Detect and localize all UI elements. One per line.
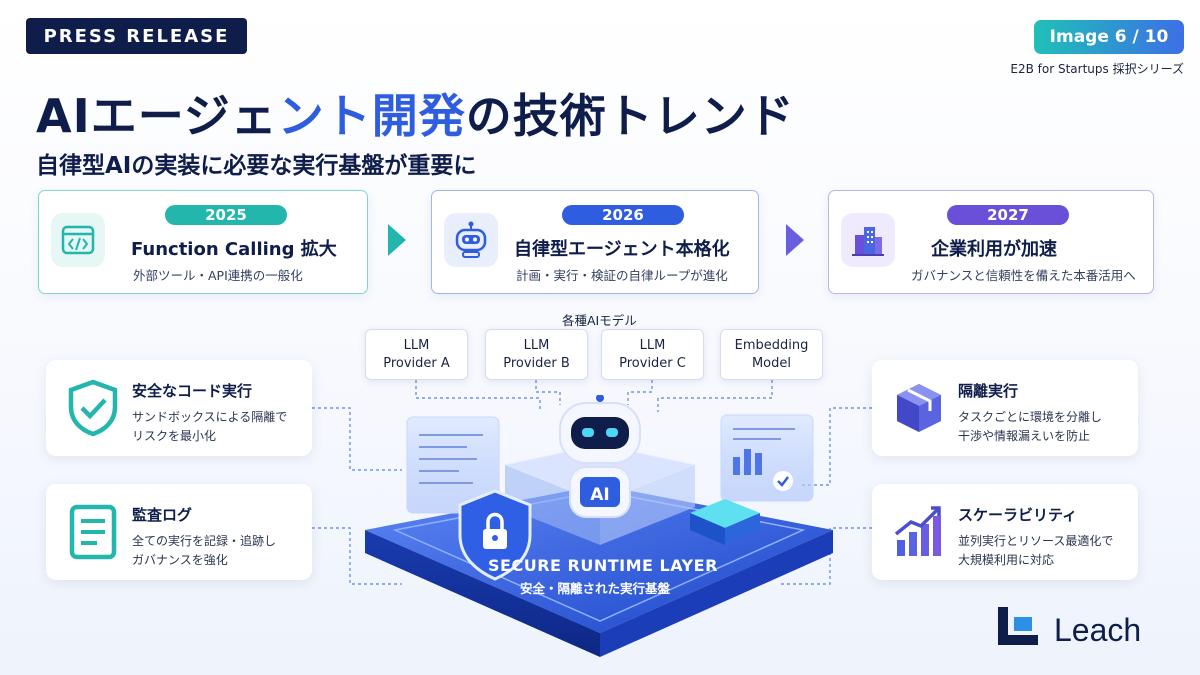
feature-heading: スケーラビリティ [958,506,1078,524]
secure-runtime-platform: AI [365,395,833,657]
robot-ai-label: AI [590,485,609,505]
page-subtitle: 自律型AIの実装に必要な実行基盤が重要に [36,153,477,179]
leach-logo-text: Leach [1054,612,1142,648]
page-title: AIエージェント開発の技術トレンド [36,80,795,146]
shield-lock-icon [458,489,532,581]
timeline-arrow [786,224,804,256]
timeline-year: 2026 [562,205,684,225]
timeline-heading: 企業利用が加速 [931,239,1057,260]
shield-check-icon [62,377,124,439]
feature-heading: 監査ログ [132,506,193,524]
code-window-icon [51,213,105,267]
timeline-card-2025: 2025 Function Calling 拡大 外部ツール・API連携の一般化 [38,190,368,294]
timeline-card-2027: 2027 企業利用が加速 ガバナンスと信頼性を備えた本番活用へ [828,190,1154,294]
feature-desc: 全ての実行を記録・追跡しガバナンスを強化 [132,534,277,567]
feature-desc: タスクごとに環境を分離し干渉や情報漏えいを防止 [958,410,1103,443]
ai-robot-icon: AI [559,395,641,518]
models-label: 各種AIモデル [562,313,637,328]
feature-heading: 安全なコード実行 [132,382,253,400]
leach-logo-icon [998,607,1038,645]
press-release-badge: PRESS RELEASE [26,18,247,54]
timeline-desc: ガバナンスと信頼性を備えた本番活用へ [911,268,1136,283]
timeline-heading: 自律型エージェント本格化 [514,239,730,260]
timeline-year: 2025 [165,205,287,225]
growth-chart-icon [888,501,950,563]
secure-runtime-title: SECURE RUNTIME LAYER [488,556,718,575]
image-counter-badge: Image 6 / 10 [1034,20,1184,54]
feature-heading: 隔離実行 [958,382,1019,400]
title-part-2: ント開発 [277,89,466,143]
floating-chart-panel [720,414,814,502]
isolated-box-icon [888,377,950,439]
timeline-desc: 外部ツール・API連携の一般化 [133,268,303,283]
robot-icon [444,213,498,267]
secure-runtime-subtitle: 安全・隔離された実行基盤 [519,581,670,596]
feature-desc: 並列実行とリソース最適化で大規模利用に対応 [958,534,1114,567]
feature-card-isolated-exec: 隔離実行 タスクごとに環境を分離し干渉や情報漏えいを防止 [872,360,1138,456]
buildings-icon [841,213,895,267]
timeline-heading: Function Calling 拡大 [131,239,337,260]
document-log-icon [62,501,124,563]
timeline-desc: 計画・実行・検証の自律ループが進化 [516,268,728,283]
timeline-arrow [388,224,406,256]
title-part-3: の技術トレンド [465,89,795,143]
feature-desc: サンドボックスによる隔離でリスクを最小化 [132,410,288,443]
title-part-1: AIエージェ [36,89,278,143]
feature-card-scalability: スケーラビリティ 並列実行とリソース最適化で大規模利用に対応 [872,484,1138,580]
floating-code-panel [406,416,500,514]
feature-card-audit-log: 監査ログ 全ての実行を記録・追跡しガバナンスを強化 [46,484,312,580]
series-label: E2B for Startups 採択シリーズ [1010,62,1184,76]
feature-card-secure-exec: 安全なコード実行 サンドボックスによる隔離でリスクを最小化 [46,360,312,456]
timeline-year: 2027 [947,205,1069,225]
timeline-card-2026: 2026 自律型エージェント本格化 計画・実行・検証の自律ループが進化 [431,190,759,294]
chip-icon [690,499,760,545]
